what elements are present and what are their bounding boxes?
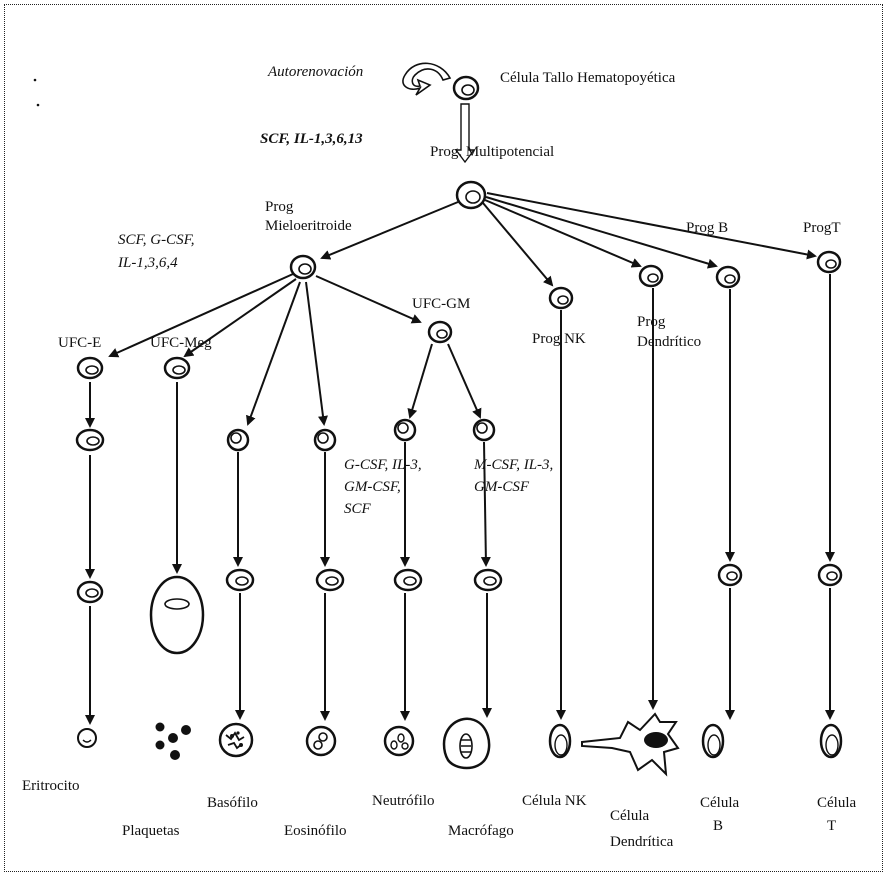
b-intermediate bbox=[717, 563, 743, 587]
label-prog-t: ProgT bbox=[803, 220, 841, 236]
celula-dendritica-cell bbox=[581, 712, 680, 777]
label-plaquetas: Plaquetas bbox=[122, 823, 180, 839]
label-celula-t-2: T bbox=[827, 818, 836, 834]
label-prog-b: Prog B bbox=[686, 220, 728, 236]
baso-intermediate-2 bbox=[225, 568, 255, 592]
macro-intermediate-1 bbox=[472, 418, 496, 442]
label-factors-gcsf-1: G-CSF, IL-3, bbox=[344, 457, 422, 473]
label-macrofago: Macrófago bbox=[448, 823, 514, 839]
label-prog-multipotencial: Prog. Multipotencial bbox=[430, 144, 554, 160]
label-prog-dendritico-1: Prog bbox=[637, 314, 666, 330]
label-factors-mcsf-2: GM-CSF bbox=[474, 479, 530, 495]
label-ufc-meg: UFC-Meg bbox=[150, 335, 212, 351]
label-factors-mielo-2: IL-1,3,6,4 bbox=[117, 255, 178, 271]
eosinofilo-cell bbox=[305, 725, 337, 757]
stray-dot bbox=[33, 78, 37, 82]
eritro-intermediate-1 bbox=[75, 428, 105, 452]
macro-intermediate-2 bbox=[473, 568, 503, 592]
label-ufc-gm: UFC-GM bbox=[412, 296, 470, 312]
label-factors-gcsf-2: GM-CSF, bbox=[344, 479, 401, 495]
eritro-intermediate-2 bbox=[76, 580, 104, 604]
stem-cell bbox=[452, 75, 480, 101]
label-celula-b-2: B bbox=[713, 818, 723, 834]
label-celula-nk: Célula NK bbox=[522, 793, 587, 809]
multipotent-cell bbox=[455, 180, 487, 210]
neutrofilo-cell bbox=[383, 725, 415, 757]
prog-t-cell bbox=[816, 250, 842, 274]
t-intermediate bbox=[817, 563, 843, 587]
label-celula-b-1: Célula bbox=[700, 795, 739, 811]
self-renewal-arrow bbox=[402, 62, 452, 96]
celula-t-cell bbox=[819, 723, 843, 759]
label-autorenovacion: Autorenovación bbox=[267, 64, 363, 80]
prog-b-cell bbox=[715, 265, 741, 289]
prog-nk-cell bbox=[548, 286, 574, 310]
ufc-meg-cell bbox=[163, 356, 191, 380]
label-factors-mcsf-1: M-CSF, IL-3, bbox=[473, 457, 553, 473]
label-eritrocito: Eritrocito bbox=[22, 778, 79, 794]
lineage-arrows bbox=[85, 192, 835, 725]
celula-nk-cell bbox=[548, 723, 572, 759]
neutro-intermediate-1 bbox=[393, 418, 417, 442]
label-basofilo: Basófilo bbox=[207, 795, 258, 811]
stray-dot bbox=[36, 103, 40, 107]
diagram-border bbox=[4, 4, 883, 872]
macrofago-cell bbox=[442, 717, 491, 770]
label-celula-dendritica-1: Célula bbox=[610, 808, 649, 824]
label-ufc-e: UFC-E bbox=[58, 335, 101, 351]
label-prog-mieloeritroide-1: Prog bbox=[265, 199, 294, 215]
celula-b-cell bbox=[701, 723, 725, 759]
plaquetas-cells bbox=[155, 722, 191, 760]
label-celula-dendritica-2: Dendrítica bbox=[610, 834, 674, 850]
label-prog-mieloeritroide-2: Mieloeritroide bbox=[265, 218, 352, 234]
ufc-e-cell bbox=[76, 356, 104, 380]
label-eosinofilo: Eosinófilo bbox=[284, 823, 347, 839]
prog-dendritico-cell bbox=[638, 264, 664, 288]
ufc-gm-cell bbox=[427, 320, 453, 344]
eosino-intermediate-2 bbox=[315, 568, 345, 592]
megacariocito bbox=[149, 575, 205, 655]
label-prog-dendritico-2: Dendrítico bbox=[637, 334, 701, 350]
label-celula-t-1: Célula bbox=[817, 795, 856, 811]
baso-intermediate-1 bbox=[226, 428, 250, 452]
eritrocito-cell bbox=[77, 728, 97, 748]
label-factors-mielo-1: SCF, G-CSF, bbox=[118, 232, 195, 248]
mieloeritroide-cell bbox=[289, 254, 317, 280]
neutro-intermediate-2 bbox=[393, 568, 423, 592]
stem-to-multipotent-arrow bbox=[454, 103, 476, 164]
label-prog-nk: Prog NK bbox=[532, 331, 586, 347]
label-neutrofilo: Neutrófilo bbox=[372, 793, 434, 809]
label-celula-tallo: Célula Tallo Hematopoyética bbox=[500, 70, 676, 86]
eosino-intermediate-1 bbox=[313, 428, 337, 452]
label-factors-top: SCF, IL-1,3,6,13 bbox=[260, 131, 363, 147]
label-factors-gcsf-3: SCF bbox=[344, 501, 372, 517]
basofilo-cell bbox=[218, 722, 254, 758]
